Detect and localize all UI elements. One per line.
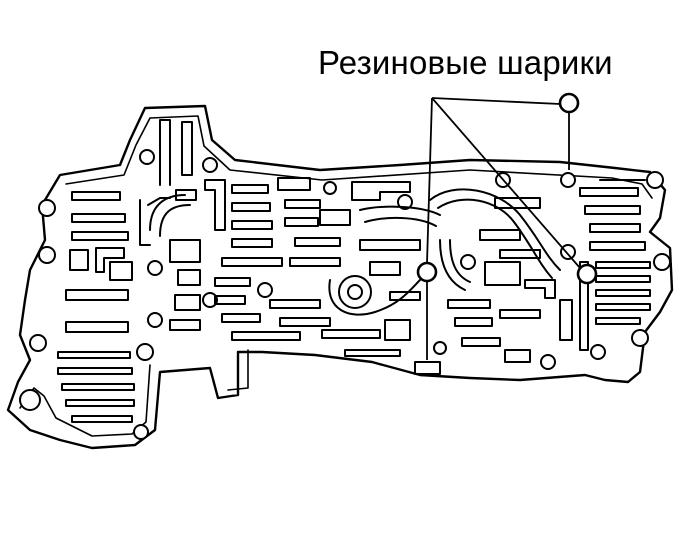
bolt-hole: [147, 312, 163, 328]
leader-line: [431, 97, 581, 269]
bolt-hole: [202, 157, 218, 173]
leader-lines: [426, 97, 581, 360]
callout-label: Резиновые шарики: [318, 44, 613, 81]
rubber-ball: [576, 263, 598, 285]
channels-left: [57, 119, 197, 423]
center-bore-inner: [347, 284, 363, 300]
channels-left-center: [169, 177, 351, 341]
bolt-hole: [540, 354, 556, 370]
bolt-hole: [590, 344, 606, 360]
valve-body-outline: [6, 104, 674, 450]
bolt-hole: [38, 199, 56, 217]
bolt-hole: [19, 389, 41, 411]
bolt-hole: [460, 254, 476, 270]
rubber-ball-legend-marker: [558, 92, 580, 114]
bolt-hole: [560, 172, 576, 188]
channels-right: [559, 179, 651, 351]
bolt-hole: [433, 341, 447, 355]
bolt-hole: [653, 253, 671, 271]
bolt-hole: [397, 194, 413, 210]
bolt-hole: [139, 149, 155, 165]
bolt-hole: [631, 329, 649, 347]
channels-center: [321, 181, 561, 375]
bolt-hole: [147, 260, 163, 276]
rubber-ball: [416, 261, 438, 283]
bolt-hole: [29, 334, 47, 352]
leader-line: [431, 97, 561, 105]
bolt-hole: [133, 424, 149, 440]
bolt-hole: [202, 292, 218, 308]
bolt-hole: [38, 246, 56, 264]
bolt-hole: [136, 343, 154, 361]
bolt-hole: [323, 181, 337, 195]
bolt-holes: [19, 149, 671, 440]
bolt-hole: [257, 282, 273, 298]
leader-line: [426, 97, 433, 264]
bolt-hole: [560, 244, 576, 260]
bolt-hole: [646, 171, 664, 189]
